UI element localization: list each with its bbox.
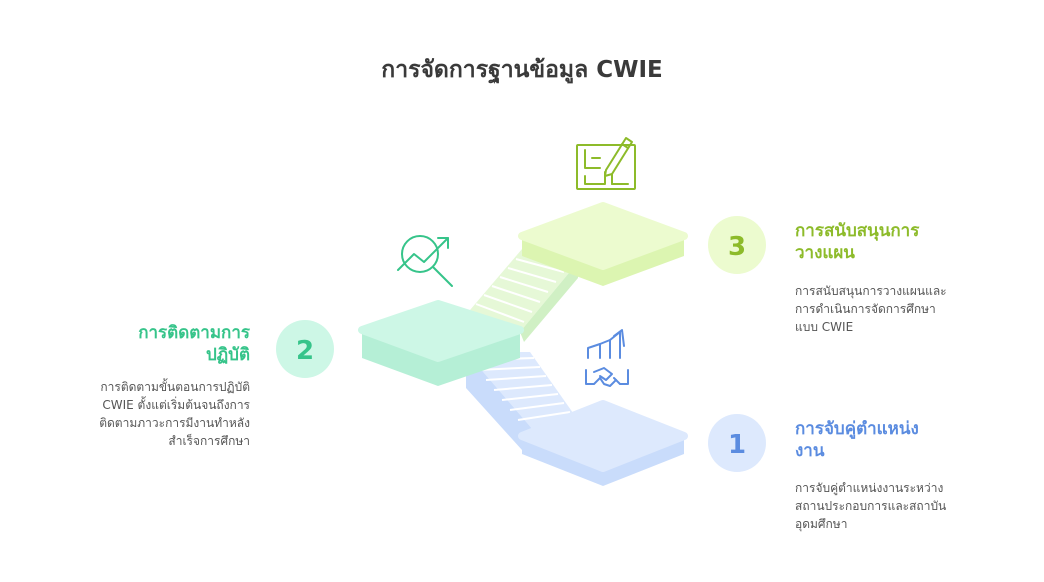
step-badge-2: 2 <box>276 320 334 378</box>
step-3-title: การสนับสนุนการ วางแผน <box>795 220 919 264</box>
step-2-title: การติดตามการ ปฏิบัติ <box>60 322 250 366</box>
platform-1 <box>518 400 688 486</box>
step-1-desc-line: สถานประกอบการและสถาบัน <box>795 499 947 513</box>
step-1-title-line1: การจับคู่ตำแหน่ง <box>795 419 919 439</box>
step-2-desc-line: ติดตามภาวะการมีงานทำหลัง <box>99 416 250 430</box>
platform-3 <box>518 202 688 286</box>
step-3-title-line1: การสนับสนุนการ <box>795 221 920 241</box>
blueprint-pencil-icon <box>576 137 636 190</box>
step-badge-3: 3 <box>708 216 766 274</box>
step-3-description: การสนับสนุนการวางแผนและ การดำเนินการจัดก… <box>795 282 947 336</box>
step-1-description: การจับคู่ตำแหน่งงานระหว่าง สถานประกอบการ… <box>795 479 946 533</box>
step-2-title-line2: ปฏิบัติ <box>205 345 250 365</box>
step-1-desc-line: อุดมศึกษา <box>795 517 848 531</box>
step-number-3: 3 <box>728 232 746 262</box>
step-badge-1: 1 <box>708 414 766 472</box>
step-3-desc-line: แบบ CWIE <box>795 320 854 334</box>
step-2-title-line1: การติดตามการ <box>138 323 250 343</box>
page-title: การจัดการฐานข้อมูล CWIE <box>381 57 663 83</box>
step-2-desc-line: CWIE ตั้งแต่เริ่มต้นจนถึงการ <box>102 398 250 412</box>
step-3-title-line2: วางแผน <box>795 243 855 263</box>
trend-magnifier-icon <box>397 235 453 287</box>
step-1-title-line2: งาน <box>795 441 825 461</box>
step-number-1: 1 <box>728 430 746 460</box>
step-3-desc-line: การดำเนินการจัดการศึกษา <box>795 302 936 316</box>
step-1-desc-line: การจับคู่ตำแหน่งงานระหว่าง <box>795 481 944 495</box>
platform-2 <box>358 300 524 386</box>
step-1-title: การจับคู่ตำแหน่ง งาน <box>795 418 919 462</box>
step-number-2: 2 <box>296 336 314 366</box>
step-3-desc-line: การสนับสนุนการวางแผนและ <box>795 284 947 298</box>
step-2-desc-line: สำเร็จการศึกษา <box>168 434 250 448</box>
step-2-desc-line: การติดตามขั้นตอนการปฏิบัติ <box>100 380 250 394</box>
step-2-description: การติดตามขั้นตอนการปฏิบัติ CWIE ตั้งแต่เ… <box>50 378 250 450</box>
handshake-icon <box>585 329 629 387</box>
